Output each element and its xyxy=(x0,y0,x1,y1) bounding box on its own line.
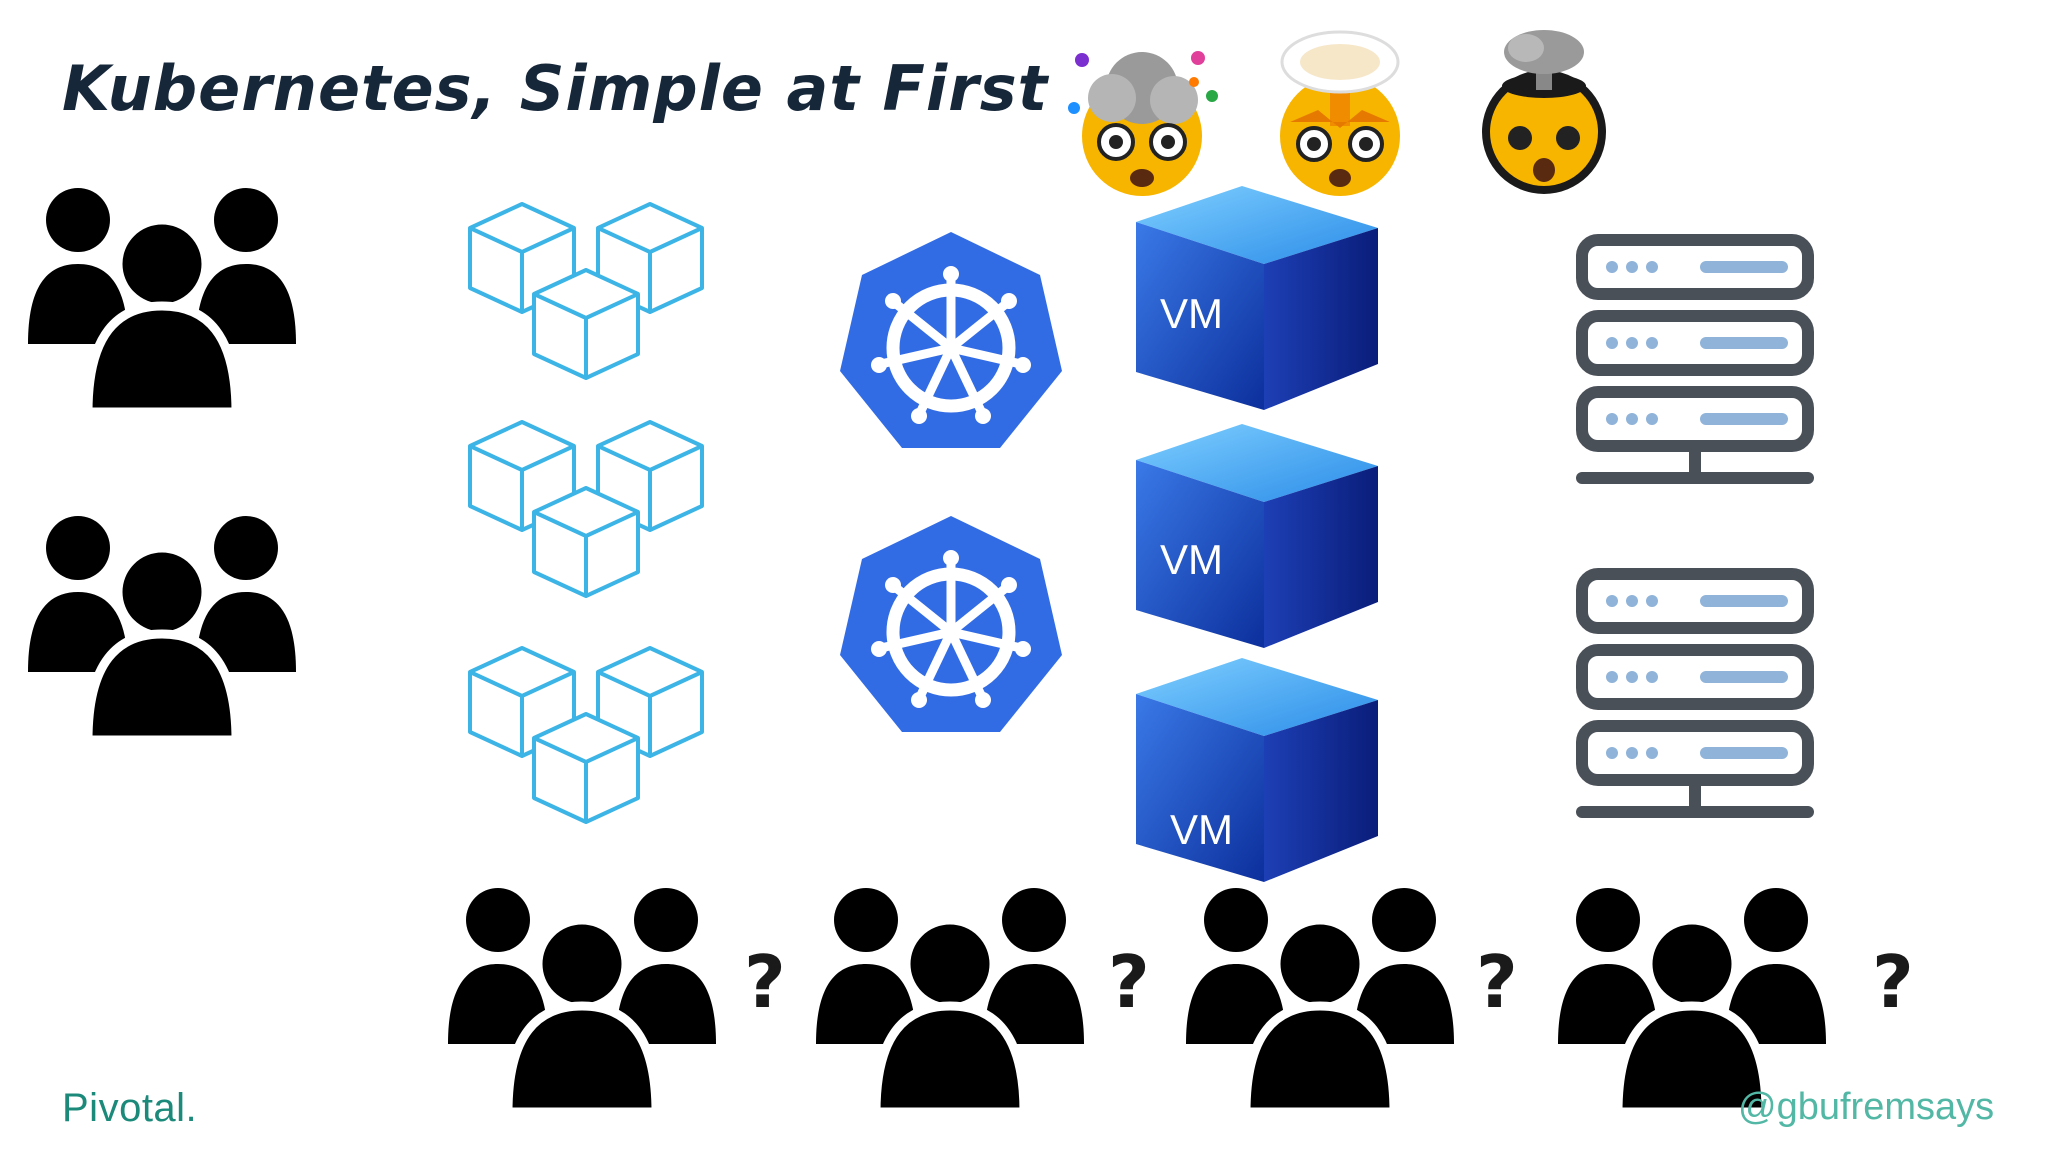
exploding-head-confetti-emoji-icon xyxy=(1062,38,1222,198)
user-group-icon xyxy=(1556,884,1836,1114)
virtual-machine-icon: VM xyxy=(1136,186,1380,412)
user-group-icon xyxy=(1184,884,1464,1114)
user-group-icon xyxy=(446,884,726,1114)
vm-label: VM xyxy=(1160,536,1223,583)
vm-label: VM xyxy=(1170,806,1233,853)
kubernetes-logo-icon xyxy=(836,228,1066,454)
user-group-icon xyxy=(814,884,1094,1114)
server-rack-icon xyxy=(1576,568,1816,820)
question-mark: ? xyxy=(1476,940,1518,1024)
container-cubes-icon xyxy=(470,204,710,384)
virtual-machine-icon: VM xyxy=(1136,658,1380,884)
vm-label: VM xyxy=(1160,290,1223,337)
question-mark: ? xyxy=(1872,940,1914,1024)
exploding-head-mushroom-emoji-icon xyxy=(1260,26,1420,198)
user-group-icon xyxy=(26,184,306,414)
virtual-machine-icon: VM xyxy=(1136,424,1380,650)
container-cubes-icon xyxy=(470,648,710,828)
exploding-head-open-emoji-icon xyxy=(1456,20,1632,200)
question-mark: ? xyxy=(1108,940,1150,1024)
kubernetes-logo-icon xyxy=(836,512,1066,738)
slide-title: Kubernetes, Simple at First xyxy=(62,52,1049,125)
question-mark: ? xyxy=(744,940,786,1024)
server-rack-icon xyxy=(1576,234,1816,486)
container-cubes-icon xyxy=(470,422,710,602)
twitter-handle: @gbufremsays xyxy=(1738,1086,1995,1128)
pivotal-logo: Pivotal. xyxy=(62,1086,198,1130)
user-group-icon xyxy=(26,512,306,742)
